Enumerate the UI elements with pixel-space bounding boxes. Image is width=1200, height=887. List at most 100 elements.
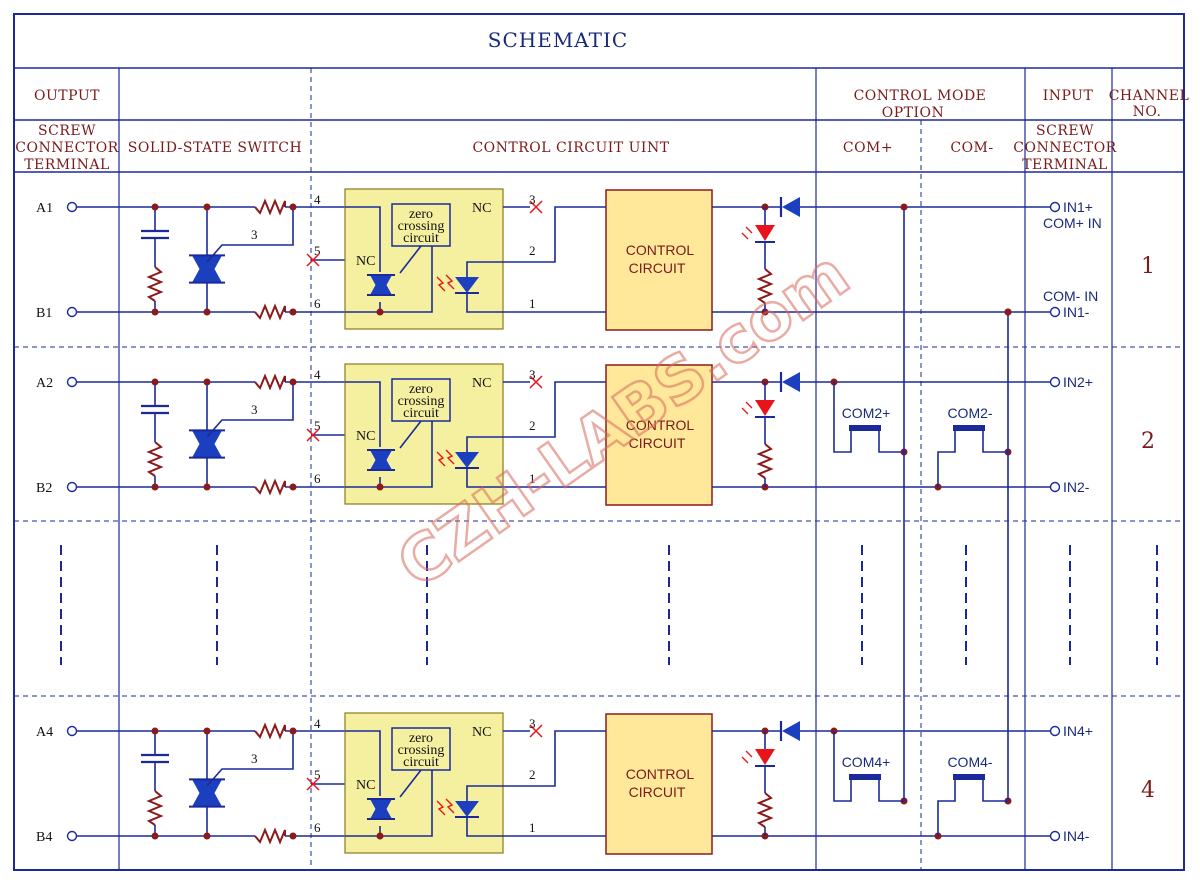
jumper-cap (953, 774, 985, 780)
wire (466, 468, 503, 488)
terminal-label-b: B1 (36, 306, 52, 321)
terminal-label-a: A1 (36, 201, 53, 216)
wire (380, 421, 433, 488)
channel-2: A2B23456zerocrossingcircuitNCNC321CONTRO… (36, 363, 1155, 506)
pin-3-label: 3 (251, 751, 258, 766)
nc-label: NC (356, 254, 375, 269)
terminal-label-a: A2 (36, 376, 53, 391)
wire (399, 769, 422, 798)
wire (399, 420, 422, 449)
light-arrow (741, 750, 753, 764)
wire (380, 770, 433, 837)
triac-symbol (192, 430, 222, 458)
control-circuit-box (605, 364, 713, 506)
junction-node (203, 832, 211, 840)
opto-led (455, 277, 479, 293)
jumper-cap (953, 425, 985, 431)
optocoupler-box (344, 363, 504, 505)
header-mode-2: OPTION (882, 105, 945, 121)
header-screw-out-3: TERMINAL (24, 157, 110, 173)
resistor (254, 827, 286, 845)
grid-frame (13, 13, 1185, 871)
header-com-plus: COM+ (843, 140, 893, 156)
screw-terminal (66, 830, 78, 842)
optocoupler-box (344, 188, 504, 330)
zc-label-2: crossing (398, 743, 445, 758)
no-connect-mark (306, 777, 320, 791)
pin-5-label: 5 (314, 243, 321, 258)
input-label-minus: IN2- (1063, 479, 1090, 495)
nc-label: NC (356, 778, 375, 793)
light-arrow (741, 401, 753, 415)
pin-3-label: 3 (251, 227, 258, 242)
resistor (254, 303, 286, 321)
pin-1-label: 1 (529, 820, 536, 835)
junction-node (203, 727, 211, 735)
pin-3b-label: 3 (529, 716, 536, 731)
com-bus-lines (903, 207, 1009, 801)
jumper-label-plus: COM2+ (842, 405, 891, 421)
com-minus-in-label: COM- IN (1043, 288, 1098, 304)
triac-symbol (370, 799, 392, 819)
light-arrow (436, 274, 455, 292)
junction-node (203, 378, 211, 386)
zc-label-1: zero (409, 382, 433, 397)
junction-node (151, 203, 159, 211)
junction-node (151, 727, 159, 735)
channel-number: 4 (1141, 778, 1155, 803)
control-circuit-box (605, 189, 713, 331)
junction-node (289, 203, 297, 211)
resistor (756, 792, 774, 828)
header-mode-1: CONTROL MODE (854, 88, 987, 104)
gate-wire (206, 731, 294, 787)
junction-node (151, 308, 159, 316)
zc-label-2: crossing (398, 219, 445, 234)
screw-terminal (66, 481, 78, 493)
junction-node (376, 483, 384, 491)
header-screw-out-1: SCREW (38, 123, 96, 139)
wire (380, 246, 433, 313)
jumper-com-minus (937, 777, 1008, 836)
junction-node (376, 832, 384, 840)
wire (399, 245, 422, 274)
screw-terminal (1049, 830, 1061, 842)
triac-symbol (370, 275, 392, 295)
cc-label-1: CONTROL (626, 766, 695, 782)
input-label-plus: IN2+ (1063, 374, 1093, 390)
junction-node (289, 483, 297, 491)
junction-node (203, 308, 211, 316)
no-connect-mark (306, 428, 320, 442)
header-screw-in-1: SCREW (1036, 123, 1094, 139)
resistor (254, 198, 286, 216)
resistor (756, 268, 774, 304)
jumper-cap (849, 774, 881, 780)
channel-rows: A1B13456zerocrossingcircuitNCNC321CONTRO… (36, 188, 1155, 855)
header-input: INPUT (1043, 88, 1094, 104)
pin-4-label: 4 (314, 716, 321, 731)
gate-wire (206, 207, 294, 263)
junction-node (203, 483, 211, 491)
no-connect-mark (306, 253, 320, 267)
jumper-cap (849, 425, 881, 431)
junction-node (151, 378, 159, 386)
jumper-label-minus: COM4- (947, 754, 992, 770)
zc-label-2: crossing (398, 394, 445, 409)
opto-led (455, 801, 479, 817)
pin-1-label: 1 (529, 471, 536, 486)
terminal-label-b: B4 (36, 830, 52, 845)
no-connect-mark (529, 375, 543, 389)
pin-4-label: 4 (314, 192, 321, 207)
wire (345, 206, 381, 272)
junction-node (203, 203, 211, 211)
wire (345, 730, 381, 796)
zc-label-3: circuit (403, 755, 439, 770)
junction-node (151, 832, 159, 840)
resistor (146, 266, 164, 302)
screw-terminal (1049, 481, 1061, 493)
cc-label-1: CONTROL (626, 242, 695, 258)
com-bus-nodes (900, 203, 1012, 316)
zc-label-1: zero (409, 207, 433, 222)
status-led (755, 400, 775, 416)
wire (466, 261, 503, 277)
header-com-minus: COM- (950, 140, 993, 156)
